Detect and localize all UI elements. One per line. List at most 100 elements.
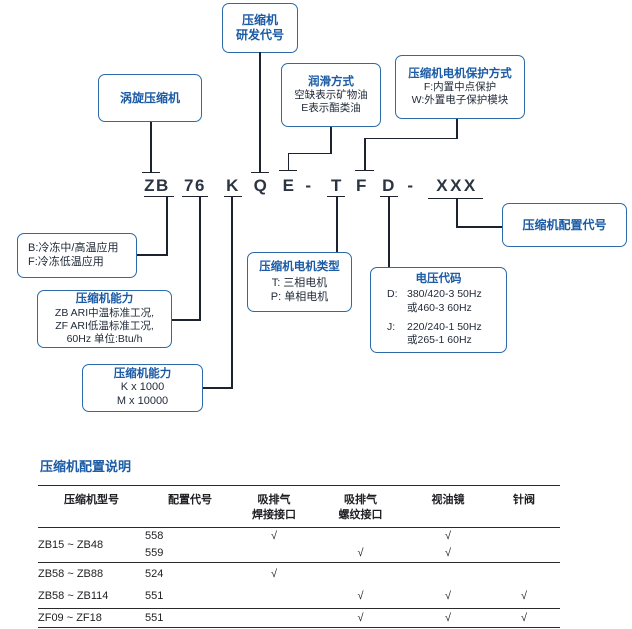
box-application: B:冷冻中/高温应用 F:冷冻低温应用: [17, 233, 137, 278]
code-part-f: F: [356, 176, 368, 195]
cell-config-code: 524: [145, 567, 164, 580]
cell-model: ZF09 ~ ZF18: [38, 608, 145, 628]
connector-xxx-vline: [456, 197, 458, 228]
cell-sight-check: √: [444, 530, 452, 543]
code-part-76: 76: [184, 176, 206, 195]
box-lubrication-title: 润滑方式: [308, 75, 354, 88]
box-config-code-title: 压缩机配置代号: [522, 217, 607, 232]
connector-t-vline: [336, 195, 338, 253]
connector-zb-vline: [166, 195, 168, 256]
cell-model: ZB58 ~ ZB114: [38, 584, 145, 609]
code-part-e: E: [282, 176, 296, 195]
box-motor-type-line1: T: 三相电机: [271, 276, 328, 289]
cell-welded-check: [235, 608, 313, 628]
box-motor-type-title: 压缩机电机类型: [259, 260, 340, 273]
connector-k-vline: [231, 195, 233, 389]
connector-lube-vline2: [287, 152, 289, 171]
header-threaded-port: 吸排气 螺纹接口: [313, 485, 408, 528]
header-sight-glass: 视油镜: [408, 485, 488, 528]
box-capacity-btu-line1: ZB ARI中温标准工况,: [54, 306, 155, 319]
cell-needle-check: [488, 544, 560, 563]
box-voltage-code-title: 电压代码: [415, 273, 462, 286]
connector-protect-hline: [364, 137, 457, 139]
voltage-j-line2: 或265-1 60Hz: [407, 334, 472, 347]
connector-76-vline: [199, 195, 201, 321]
cell-threaded-check: [313, 527, 408, 545]
box-lubrication-line1: 空缺表示矿物油: [294, 89, 368, 102]
box-motor-protection: 压缩机电机保护方式 F:内置中点保护 W:外置电子保护模块: [395, 55, 525, 119]
box-application-line1: B:冷冻中/高温应用: [28, 241, 119, 254]
table-row: ZB58 ~ ZB88 524 √: [38, 562, 560, 585]
table-row: 559 √ √: [38, 544, 560, 563]
voltage-d-label: D:: [387, 288, 398, 301]
connector-scroll-tick: [142, 171, 160, 173]
header-welded-port: 吸排气 焊接接口: [235, 485, 313, 528]
config-table-section: 压缩机配置说明 压缩机型号 配置代号 吸排气 焊接接口 吸排气 螺纹接口 视油镜…: [38, 458, 560, 628]
table-row: ZF09 ~ ZF18 551 √ √ √: [38, 608, 560, 628]
connector-lube-vline1: [330, 127, 332, 154]
cell-model: ZB58 ~ ZB88: [38, 567, 104, 580]
cell-threaded-check: √: [313, 608, 408, 628]
code-part-t: T: [331, 176, 343, 195]
connector-rd-tick: [251, 171, 269, 173]
box-lubrication: 润滑方式 空缺表示矿物油 E表示酯类油: [281, 63, 381, 127]
box-motor-protection-line1: F:内置中点保护: [423, 81, 497, 94]
cell-welded-check: [235, 584, 313, 609]
connector-scroll-vline: [150, 122, 152, 173]
connector-lube-tick: [279, 169, 297, 171]
code-part-d: D: [382, 176, 396, 195]
voltage-d-line2: 或460-3 60Hz: [407, 302, 472, 315]
connector-lube-hline: [287, 152, 332, 154]
box-capacity-multiplier: 压缩机能力 K x 1000 M x 10000: [82, 364, 203, 412]
box-capacity-btu-title: 压缩机能力: [75, 293, 134, 306]
voltage-d-spacer: [387, 302, 405, 316]
connector-76-hline: [172, 319, 200, 321]
box-voltage-code: 电压代码 D: 380/420-3 50Hz 或460-3 60Hz J: 22…: [370, 267, 507, 353]
box-motor-type: 压缩机电机类型 T: 三相电机 P: 单相电机: [247, 252, 352, 312]
box-capacity-multiplier-title: 压缩机能力: [113, 368, 172, 381]
box-scroll-compressor: 涡旋压缩机: [98, 74, 202, 122]
code-part-q: Q: [253, 176, 269, 195]
box-rd-code-line1: 压缩机: [241, 13, 278, 27]
cell-welded-check: √: [270, 567, 278, 580]
box-capacity-multiplier-line2: M x 10000: [116, 395, 169, 408]
box-config-code: 压缩机配置代号: [502, 203, 627, 247]
connector-protect-tick: [355, 169, 374, 171]
cell-config-code: 551: [145, 608, 235, 628]
code-part-zb: ZB: [144, 176, 170, 195]
config-table: 压缩机型号 配置代号 吸排气 焊接接口 吸排气 螺纹接口 视油镜 针阀 ZB15…: [38, 485, 560, 628]
cell-needle-check: [488, 527, 560, 545]
box-capacity-multiplier-line1: K x 1000: [120, 381, 165, 394]
cell-config-code: 559: [145, 544, 235, 563]
cell-threaded-check: √: [313, 544, 408, 563]
box-voltage-code-j-group: J: 220/240-1 50Hz 或265-1 60Hz: [375, 321, 502, 348]
header-needle-valve: 针阀: [488, 485, 560, 528]
cell-sight-check: √: [408, 608, 488, 628]
box-capacity-btu-line2: ZF ARI低温标准工况,: [55, 319, 154, 332]
voltage-d-line1: 380/420-3 50Hz: [407, 288, 482, 301]
box-motor-type-line2: P: 单相电机: [270, 290, 329, 303]
code-part-dash2: -: [407, 176, 415, 195]
voltage-j-spacer: [387, 334, 405, 348]
code-part-dash1: -: [305, 176, 313, 195]
connector-protect-vline2: [364, 137, 366, 171]
connector-zb-underline: [144, 195, 174, 197]
box-capacity-btu: 压缩机能力 ZB ARI中温标准工况, ZF ARI低温标准工况, 60Hz 单…: [37, 290, 172, 348]
box-motor-protection-line2: W:外置电子保护模块: [411, 94, 509, 107]
cell-threaded-check: √: [313, 584, 408, 609]
code-part-xxx: XXX: [436, 176, 478, 195]
connector-k-underline: [224, 195, 242, 197]
header-model: 压缩机型号: [38, 485, 145, 528]
connector-xxx-hline: [456, 226, 503, 228]
box-rd-code: 压缩机 研发代号: [222, 3, 298, 53]
connector-d-vline: [388, 195, 390, 268]
box-motor-protection-title: 压缩机电机保护方式: [408, 67, 512, 80]
cell-sight-check: √: [408, 584, 488, 609]
table-row: ZB58 ~ ZB114 551 √ √ √: [38, 584, 560, 609]
connector-xxx-underline: [428, 197, 483, 199]
table-row: ZB15 ~ ZB48 558 √ √: [38, 527, 560, 563]
connector-k-hline: [203, 387, 232, 389]
cell-needle-check: [488, 562, 560, 585]
box-application-line2: F:冷冻低温应用: [28, 255, 104, 268]
box-capacity-btu-line3: 60Hz 单位:Btu/h: [66, 332, 143, 345]
